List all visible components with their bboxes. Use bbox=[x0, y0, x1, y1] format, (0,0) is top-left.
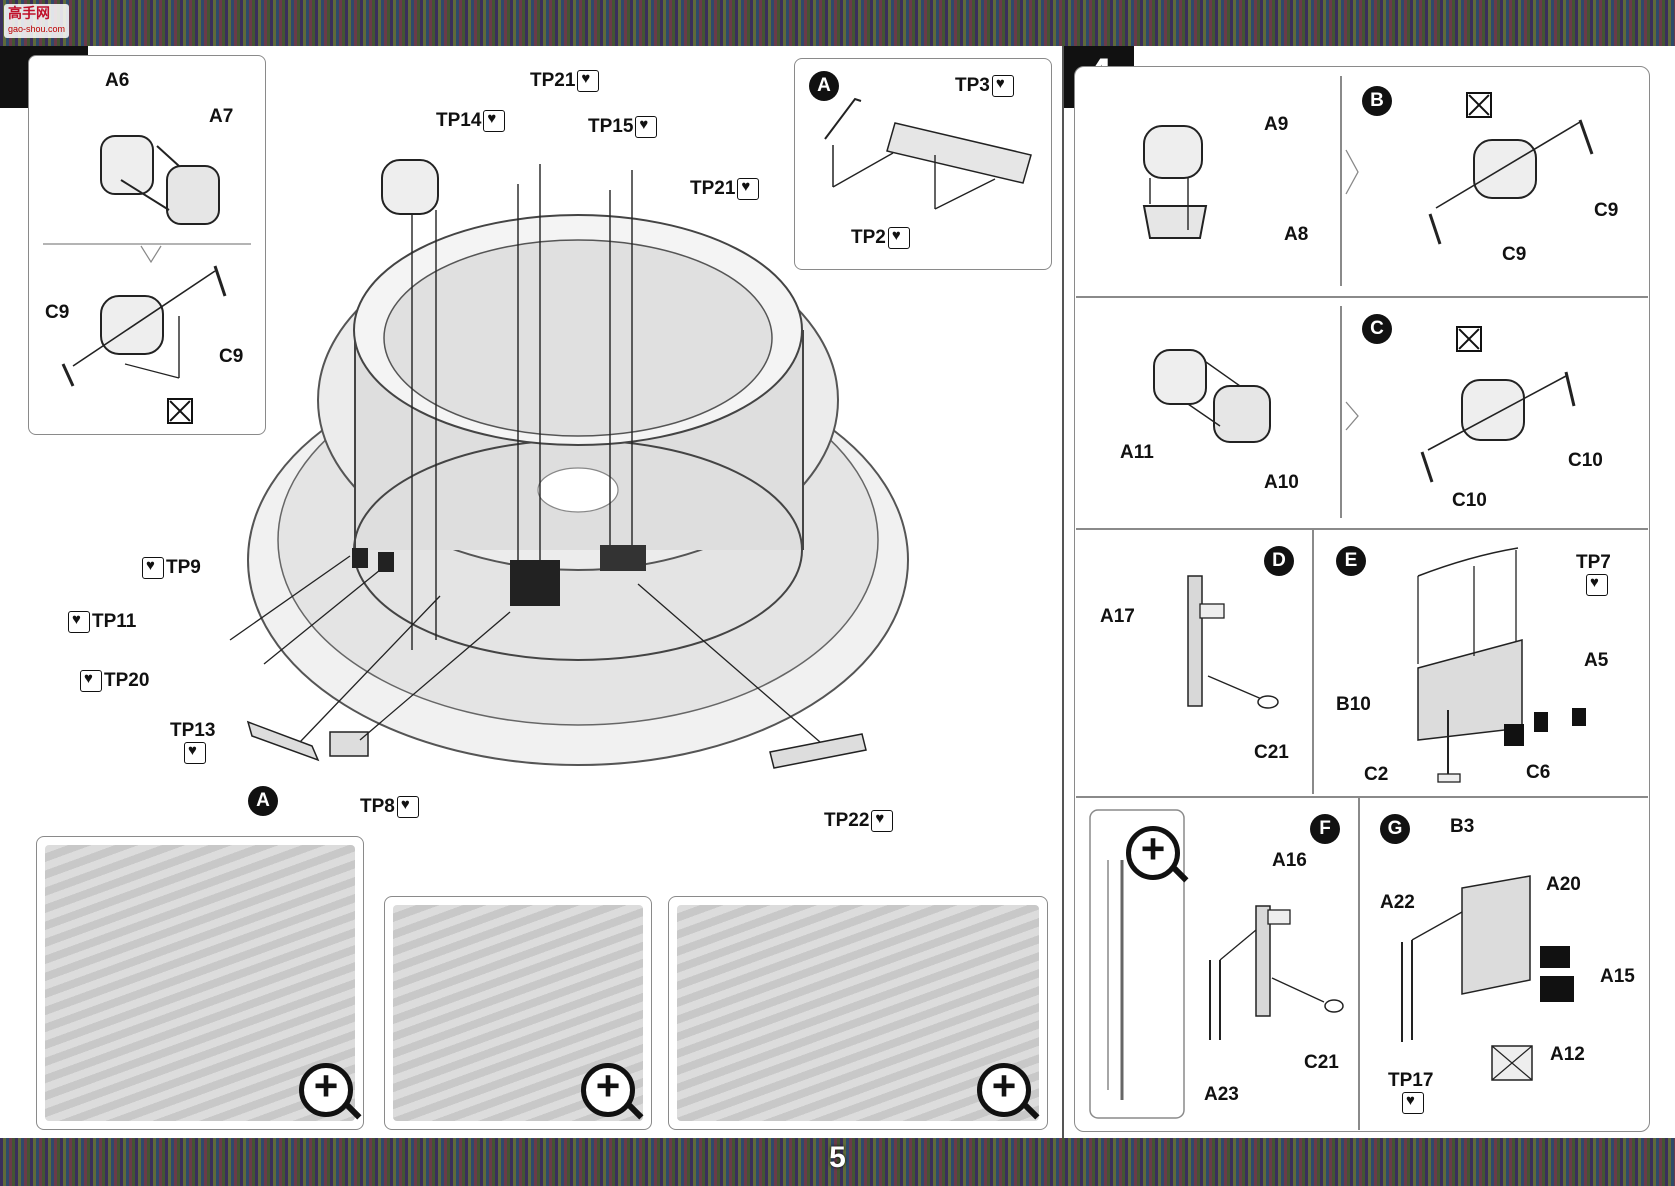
label-b3: B3 bbox=[1450, 816, 1475, 837]
do-not-glue-icon bbox=[1466, 92, 1492, 118]
photo-etch-icon bbox=[80, 670, 102, 692]
label-tp11: TP11 bbox=[66, 611, 136, 633]
label-c9-right: C9 bbox=[1594, 200, 1619, 221]
photo-etch-icon bbox=[635, 116, 658, 138]
label-tp22: TP22 bbox=[824, 810, 895, 832]
label-tp9: TP9 bbox=[140, 557, 201, 579]
row-divider-3 bbox=[1076, 796, 1648, 798]
col-divider-f bbox=[1358, 798, 1360, 1130]
label-tp14: TP14 bbox=[436, 110, 507, 132]
label-a6: A6 bbox=[105, 70, 130, 91]
callout-a-panel: A TP3 TP2 bbox=[794, 58, 1052, 270]
label-a7: A7 bbox=[209, 106, 234, 127]
label-c21-f: C21 bbox=[1304, 1052, 1339, 1073]
photo-etch-icon bbox=[142, 557, 164, 579]
magnify-icon bbox=[581, 1062, 635, 1117]
photo-etch-icon bbox=[68, 611, 90, 633]
photo-etch-icon bbox=[184, 742, 206, 764]
label-tp21-right: TP21 bbox=[690, 178, 761, 200]
photo-etch-icon bbox=[483, 110, 506, 132]
magnify-icon bbox=[977, 1062, 1031, 1117]
zoom-detail-2 bbox=[384, 896, 652, 1130]
label-a20: A20 bbox=[1546, 874, 1581, 895]
photo-etch-icon bbox=[737, 178, 760, 200]
do-not-glue-icon bbox=[167, 398, 193, 424]
photo-etch-icon bbox=[1586, 574, 1608, 596]
inset-drum-drawing bbox=[43, 135, 251, 387]
callout-g-badge: G bbox=[1380, 814, 1410, 844]
top-decorative-stripe bbox=[0, 0, 1675, 46]
label-c21-d: C21 bbox=[1254, 742, 1289, 763]
magnify-icon bbox=[1126, 825, 1180, 880]
label-a15: A15 bbox=[1600, 966, 1635, 987]
photo-etch-icon bbox=[577, 70, 600, 92]
step-3-subassembly-inset: A6 A7 C9 C9 bbox=[28, 55, 266, 435]
callout-d-badge: D bbox=[1264, 546, 1294, 576]
col-divider-b bbox=[1340, 76, 1342, 286]
magnify-icon bbox=[299, 1062, 353, 1117]
label-c10-bottom: C10 bbox=[1452, 490, 1487, 511]
label-tp13: TP13 bbox=[170, 720, 215, 764]
label-c6: C6 bbox=[1526, 762, 1551, 783]
callout-a-badge: A bbox=[809, 71, 839, 101]
photo-etch-icon bbox=[887, 227, 910, 249]
label-c9-right: C9 bbox=[219, 346, 244, 367]
label-a23: A23 bbox=[1204, 1084, 1239, 1105]
label-tp15: TP15 bbox=[588, 116, 659, 138]
label-tp20: TP20 bbox=[78, 670, 149, 692]
tower-assembly-drawing bbox=[229, 159, 909, 769]
bottom-decorative-stripe bbox=[0, 1138, 1675, 1186]
label-a16: A16 bbox=[1272, 850, 1307, 871]
step-divider bbox=[1062, 46, 1064, 1138]
col-divider-c bbox=[1340, 306, 1342, 518]
callout-a-drawing bbox=[824, 97, 1032, 210]
label-c9-left: C9 bbox=[45, 302, 70, 323]
label-b10: B10 bbox=[1336, 694, 1371, 715]
callout-f-badge: F bbox=[1310, 814, 1340, 844]
label-a12: A12 bbox=[1550, 1044, 1585, 1065]
callout-e-badge: E bbox=[1336, 546, 1366, 576]
label-c2: C2 bbox=[1364, 764, 1389, 785]
photo-etch-icon bbox=[871, 810, 894, 832]
callout-a-marker: A bbox=[248, 786, 278, 816]
photo-etch-icon bbox=[396, 796, 419, 818]
page-number: 5 bbox=[829, 1141, 846, 1174]
label-a8: A8 bbox=[1284, 224, 1309, 245]
label-tp2: TP2 bbox=[851, 227, 912, 249]
label-tp21-top: TP21 bbox=[530, 70, 601, 92]
row-divider-2 bbox=[1076, 528, 1648, 530]
label-tp7: TP7 bbox=[1576, 552, 1611, 596]
callout-b-badge: B bbox=[1362, 86, 1392, 116]
row-divider-1 bbox=[1076, 296, 1648, 298]
zoom-detail-3 bbox=[668, 896, 1048, 1130]
callout-c-badge: C bbox=[1362, 314, 1392, 344]
zoom-detail-1 bbox=[36, 836, 364, 1130]
label-a5: A5 bbox=[1584, 650, 1609, 671]
col-divider-d bbox=[1312, 530, 1314, 794]
label-c10-right: C10 bbox=[1568, 450, 1603, 471]
photo-etch-icon bbox=[991, 75, 1014, 97]
label-a10: A10 bbox=[1264, 472, 1299, 493]
label-a9: A9 bbox=[1264, 114, 1289, 135]
label-a11: A11 bbox=[1120, 442, 1154, 463]
label-tp3: TP3 bbox=[955, 75, 1016, 97]
label-a22: A22 bbox=[1380, 892, 1415, 913]
photo-etch-icon bbox=[1402, 1092, 1424, 1114]
label-c9-bottom: C9 bbox=[1502, 244, 1527, 265]
do-not-glue-icon bbox=[1456, 326, 1482, 352]
label-tp8: TP8 bbox=[360, 796, 421, 818]
label-a17: A17 bbox=[1100, 606, 1135, 627]
label-tp17: TP17 bbox=[1388, 1070, 1433, 1114]
